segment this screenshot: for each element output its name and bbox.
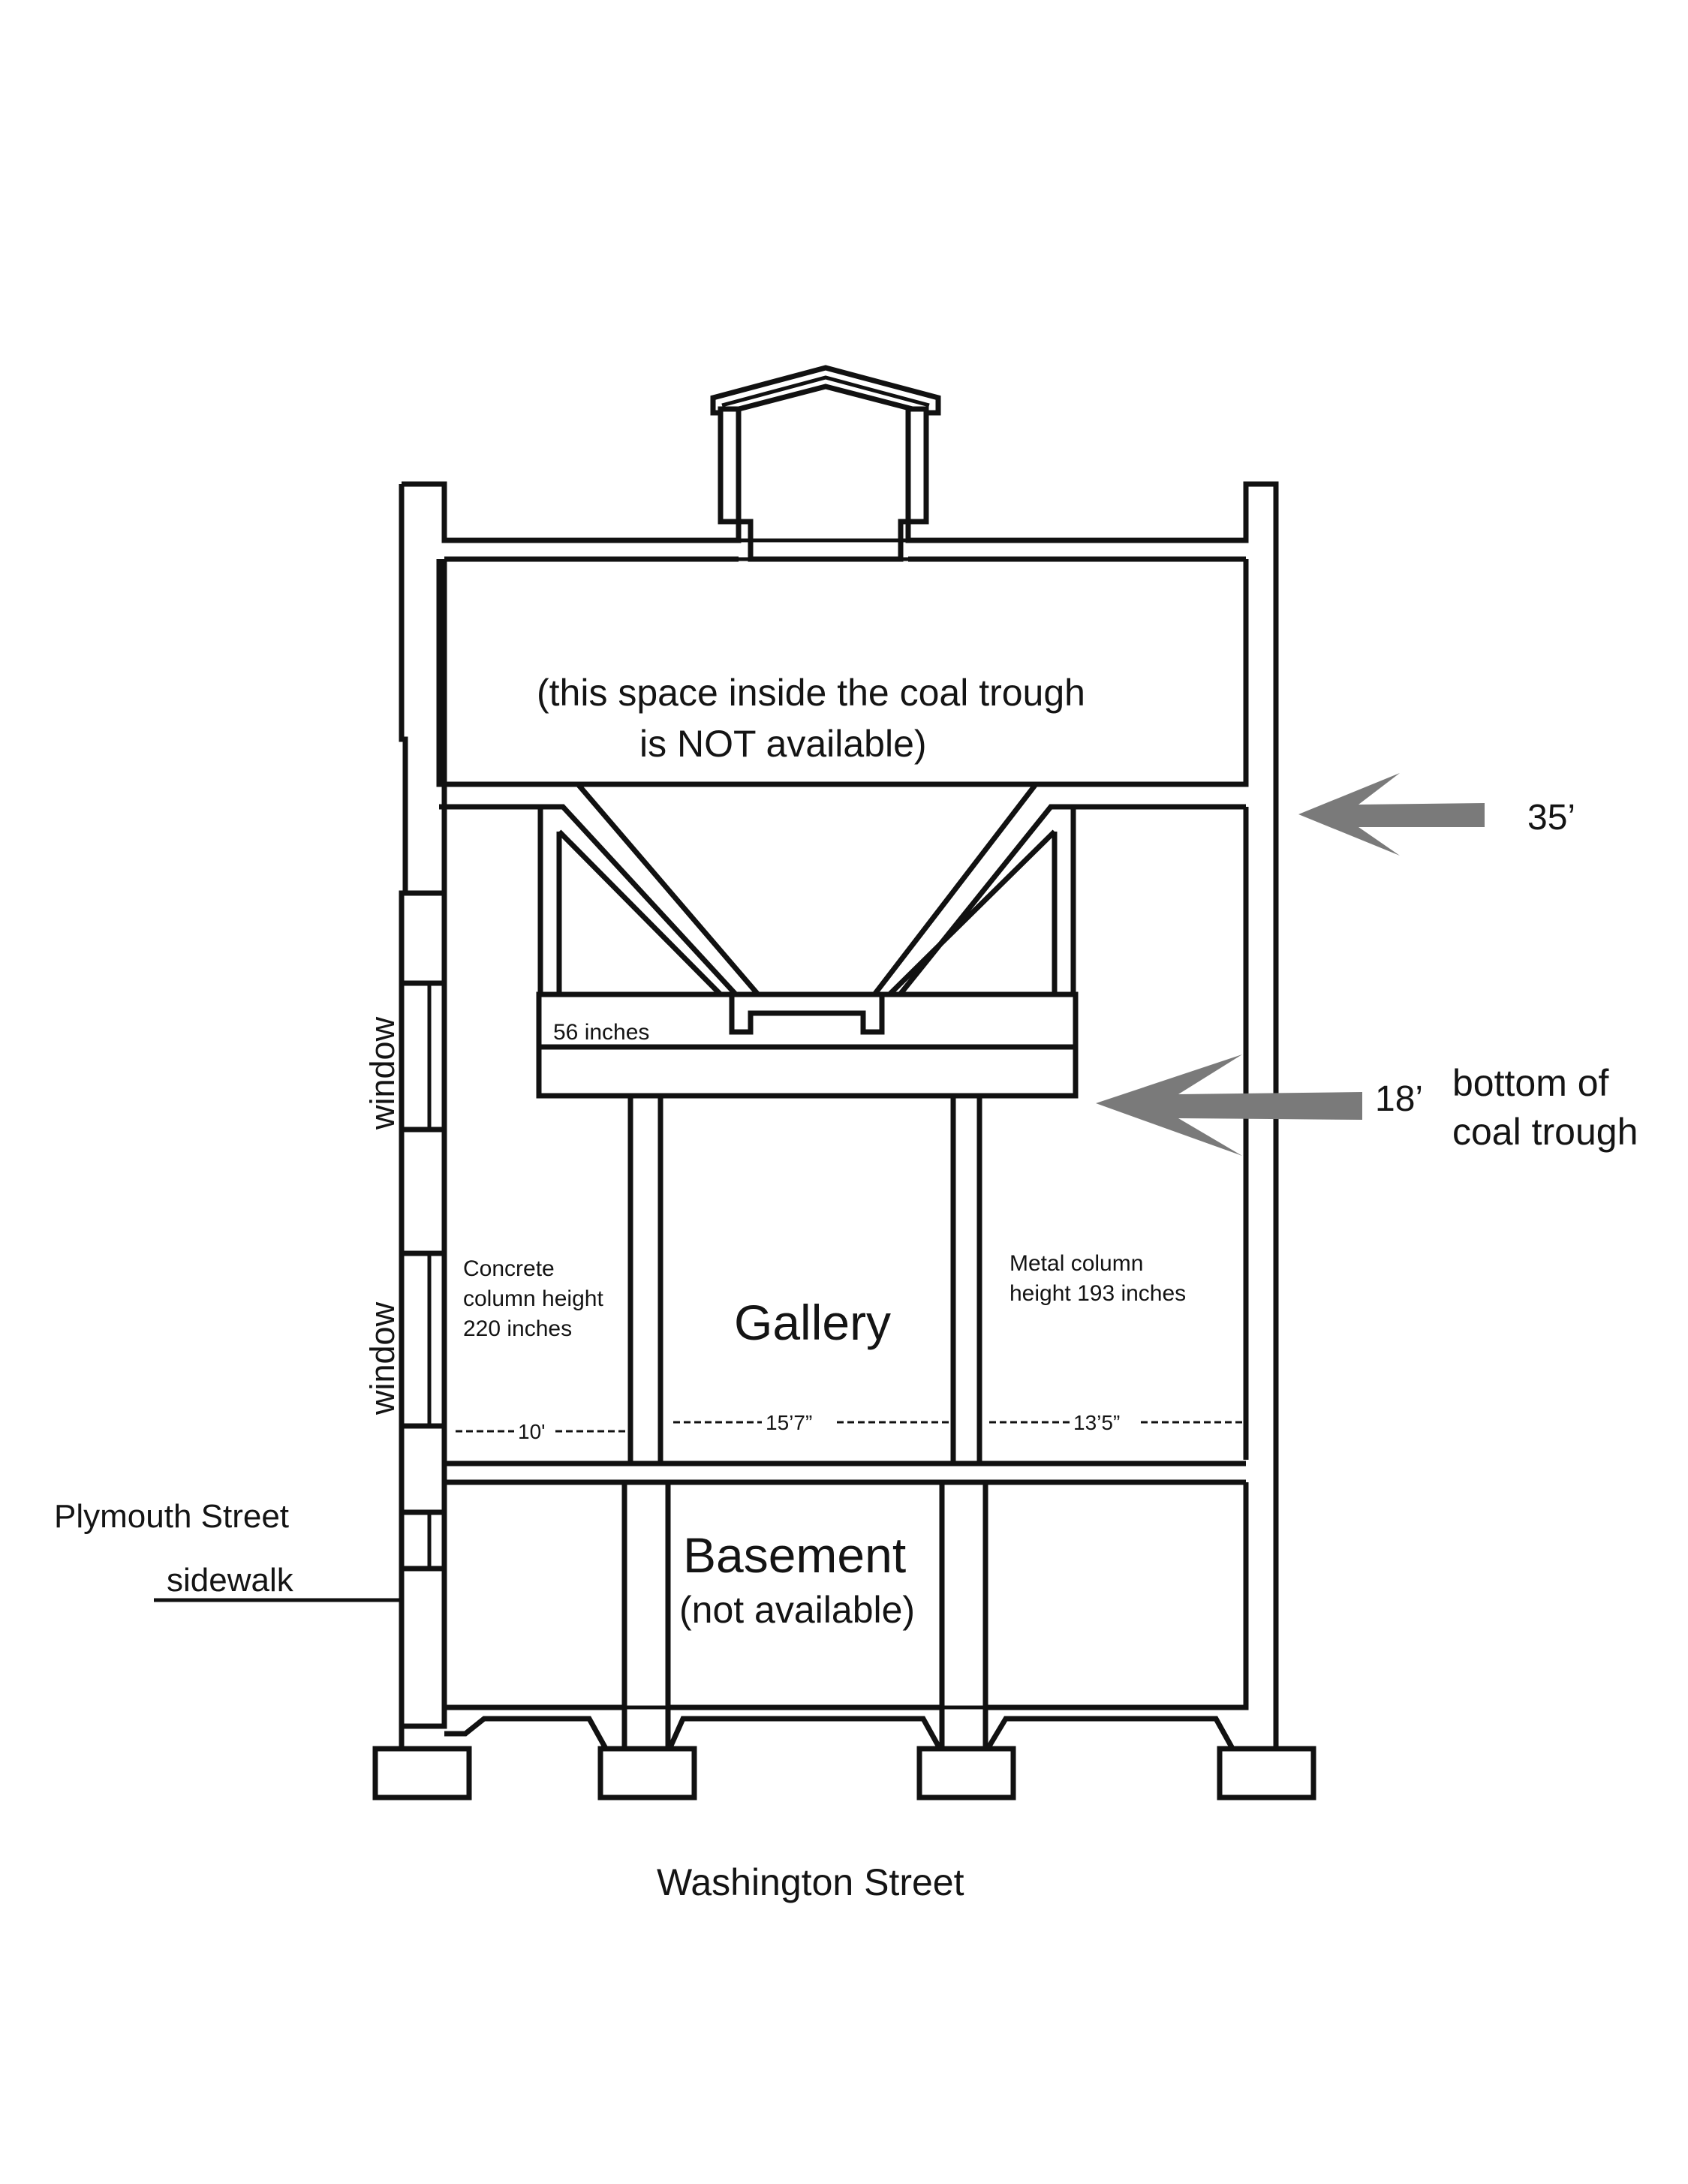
arrow-18ft-icon — [1096, 1054, 1362, 1156]
width-left-label: 10' — [518, 1420, 546, 1443]
beam-depth-label: 56 inches — [553, 1020, 649, 1045]
metal-column — [950, 1093, 982, 1467]
coal-trough-note-line2: is NOT available) — [639, 723, 927, 765]
height-35-label: 35’ — [1527, 798, 1575, 838]
sidewalk-label: sidewalk — [167, 1562, 294, 1599]
metal-column-line1: Metal column — [1009, 1251, 1143, 1276]
gallery-floor — [441, 807, 1246, 1485]
footings — [372, 1746, 1316, 1800]
window-upper-label: window — [363, 1016, 402, 1130]
coal-trough-note-line1: (this space inside the coal trough — [537, 672, 1085, 714]
concrete-column-line2: column height — [463, 1286, 603, 1311]
concrete-column-line1: Concrete — [463, 1256, 555, 1281]
width-dimension-lines — [456, 1421, 1242, 1433]
bottom-of-trough-line2: coal trough — [1452, 1111, 1638, 1153]
plymouth-street-label: Plymouth Street — [54, 1498, 289, 1535]
basement — [441, 1479, 1249, 1755]
washington-street-label: Washington Street — [657, 1861, 964, 1903]
basement-note: (not available) — [679, 1589, 915, 1631]
concrete-column — [627, 1093, 663, 1467]
width-center-label: 15’7” — [766, 1411, 812, 1434]
concrete-column-line3: 220 inches — [463, 1316, 572, 1341]
coal-trough-box — [436, 559, 1249, 1460]
width-right-label: 13’5” — [1073, 1411, 1120, 1434]
height-18-label: 18’ — [1375, 1079, 1423, 1119]
bottom-of-trough-line1: bottom of — [1452, 1062, 1609, 1104]
basement-label: Basement — [683, 1527, 906, 1583]
arrow-35ft-icon — [1298, 773, 1485, 856]
window-lower-label: window — [363, 1301, 402, 1415]
trough-beam — [536, 991, 1079, 1099]
gallery-label: Gallery — [734, 1295, 891, 1350]
exterior-walls — [399, 481, 1279, 1752]
roof-cupola — [710, 365, 941, 561]
metal-column-line2: height 193 inches — [1009, 1281, 1186, 1306]
